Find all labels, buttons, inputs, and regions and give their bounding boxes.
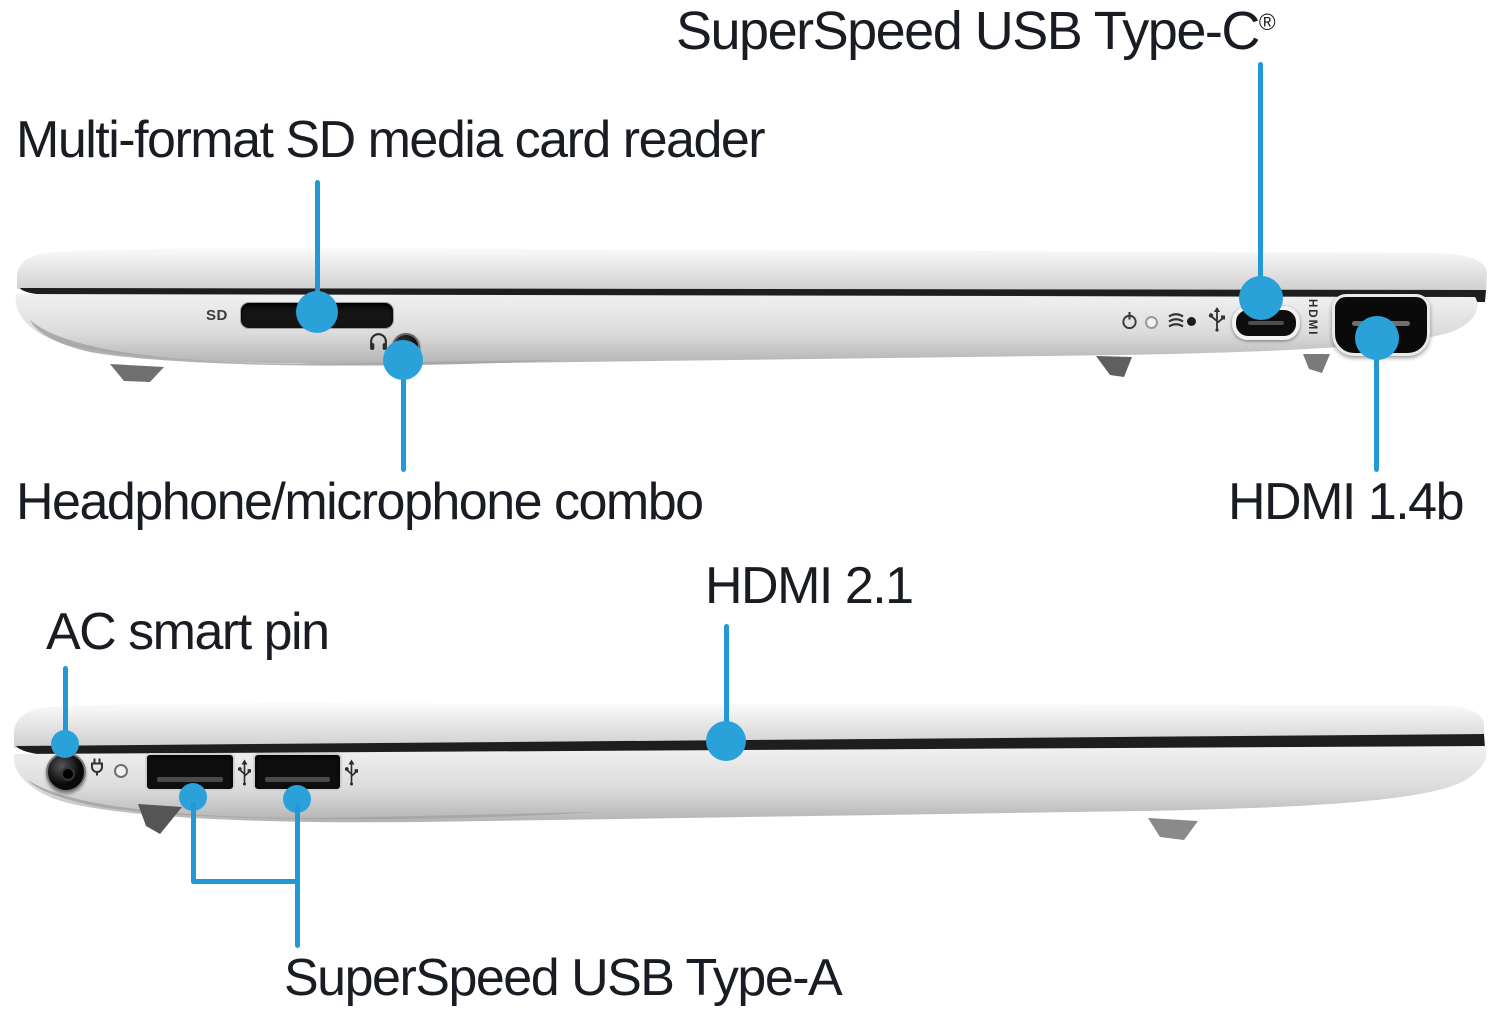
charging-led xyxy=(114,764,128,778)
lid-bottom xyxy=(14,703,1484,748)
callout-line-hdmi-14b xyxy=(1374,352,1379,472)
label-usb-type-a: SuperSpeed USB Type-A xyxy=(284,949,843,1007)
callout-line-usb-c xyxy=(1258,62,1263,286)
power-status-icon xyxy=(1120,311,1139,335)
callout-line-ac xyxy=(63,666,68,738)
usb-a-port-2-tongue xyxy=(265,777,330,782)
callout-line-sd xyxy=(315,180,320,296)
underside-shadow-top xyxy=(30,320,560,366)
usb-a-port-1-tongue xyxy=(157,777,223,782)
callout-line-usb-a-2 xyxy=(295,804,300,948)
rubber-foot-left xyxy=(110,364,164,382)
callout-dot-ac xyxy=(51,730,79,758)
callout-bracket-usb-a xyxy=(191,879,300,884)
hdmi-port-text: HDMI xyxy=(1306,299,1318,337)
label-hdmi-14b: HDMI 1.4b xyxy=(1228,473,1465,531)
usb-c-port-slot xyxy=(1248,321,1284,325)
callout-dot-usb-c xyxy=(1239,276,1283,320)
callout-line-usb-a-1 xyxy=(191,802,196,884)
storage-led xyxy=(1187,317,1196,326)
power-led xyxy=(1145,316,1158,329)
callout-line-hdmi-21 xyxy=(724,624,729,730)
callout-dot-hdmi-14b xyxy=(1355,316,1399,360)
callout-dot-headphone xyxy=(383,340,423,380)
label-usb-type-c: SuperSpeed USB Type-C® xyxy=(676,1,1276,61)
ac-power-jack xyxy=(46,752,86,792)
rubber-foot-bottom-right xyxy=(1148,818,1198,840)
rubber-foot-mid xyxy=(1096,356,1132,377)
label-hdmi-21: HDMI 2.1 xyxy=(705,557,914,615)
superspeed-usb-icon-2 xyxy=(344,757,359,792)
label-headphone-combo: Headphone/microphone combo xyxy=(16,473,704,531)
label-sd-reader: Multi-format SD media card reader xyxy=(16,111,766,169)
rubber-foot-bottom-left xyxy=(138,804,182,834)
label-ac-smart-pin: AC smart pin xyxy=(46,603,330,661)
base-body-bottom xyxy=(13,746,1487,823)
laptop-side-profile-bottom xyxy=(13,703,1487,840)
callout-dot-sd xyxy=(296,291,338,333)
storage-activity-icon xyxy=(1166,311,1186,336)
usb-icon xyxy=(1207,305,1227,338)
rubber-foot-right xyxy=(1303,354,1330,373)
superspeed-usb-icon-1 xyxy=(237,757,252,792)
ac-plug-icon xyxy=(86,755,108,782)
sd-slot-text: SD xyxy=(206,307,228,324)
registered-mark: ® xyxy=(1258,9,1276,35)
callout-dot-hdmi-21 xyxy=(706,721,746,761)
ac-power-jack-pin xyxy=(61,767,75,781)
lid-top xyxy=(17,248,1487,291)
callout-line-headphone xyxy=(401,372,406,472)
label-usb-type-c-text: SuperSpeed USB Type-C xyxy=(676,1,1260,61)
